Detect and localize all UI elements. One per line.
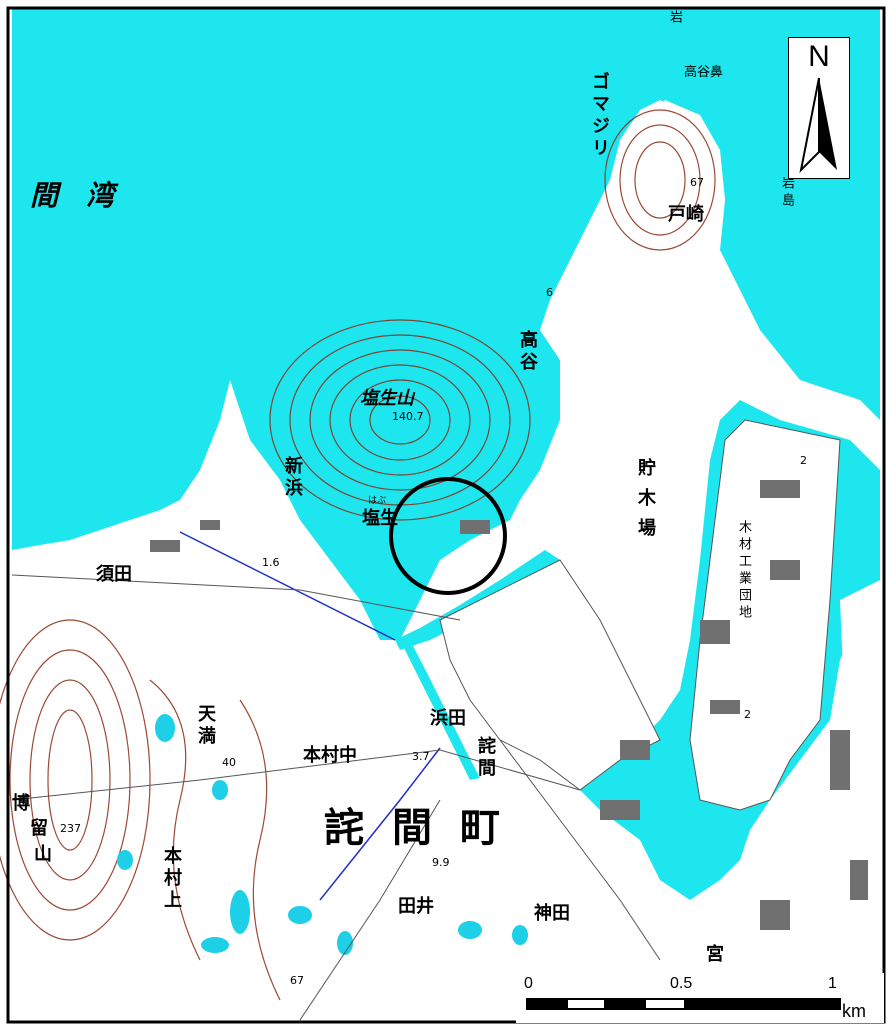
north-arrow: N	[788, 37, 850, 179]
label-honmura-kami: 本村上	[161, 846, 182, 912]
sea-area	[12, 8, 880, 900]
label-hamada: 浜田	[430, 708, 466, 729]
label-hakatayama-b: 留	[30, 818, 48, 839]
label-hakatayama-a: 博	[12, 793, 30, 814]
label-takayabana: 高谷鼻	[684, 65, 724, 80]
reclaimed-land	[439, 559, 661, 791]
elevation-honmura: 3.7	[412, 750, 430, 763]
label-bay: 間 湾	[30, 179, 115, 212]
highlight-circle	[389, 477, 507, 595]
elevation-takaya: 6	[546, 286, 553, 299]
label-shinhama: 新浜	[282, 456, 303, 500]
scale-bar: 0 0.5 1 km	[516, 973, 884, 1023]
east-coast	[740, 580, 880, 1020]
label-gomajiri: ゴマジリ	[589, 72, 610, 160]
label-shiou-ruby: はぶ	[368, 496, 387, 506]
buildings	[150, 480, 868, 930]
label-suda: 須田	[96, 564, 132, 585]
elevation-mokuzai-2: 2	[744, 708, 751, 721]
elevation-summit: 140.7	[392, 410, 424, 423]
scale-tick-half: 0.5	[670, 975, 693, 992]
label-takuma-cho: 詫間町	[324, 805, 528, 851]
elevation-tenteki: 40	[222, 756, 236, 769]
label-shiou: 塩生	[362, 508, 398, 529]
label-chogiba: 貯木場	[635, 458, 656, 548]
north-label: N	[808, 40, 830, 73]
elevation-south: 67	[290, 974, 304, 987]
scale-bar-graphic	[526, 998, 841, 1010]
label-takaya: 高谷	[517, 330, 538, 374]
label-kanda: 神田	[534, 903, 570, 924]
scale-tick-0: 0	[524, 975, 533, 992]
label-hakatayama-c: 山	[34, 844, 52, 865]
stream	[179, 531, 396, 641]
scale-unit: km	[842, 1001, 866, 1021]
canal	[400, 640, 480, 780]
contours	[0, 109, 716, 1001]
elevation-shinhama: 1.6	[262, 556, 280, 569]
north-arrow-icon	[799, 77, 837, 174]
elevation-hakata: 237	[60, 822, 81, 835]
elevation-takuma: 9.9	[432, 856, 450, 869]
ponds	[117, 714, 528, 955]
harbor-channel	[395, 550, 560, 650]
scale-tick-1: 1	[828, 975, 837, 992]
label-mokuzai: 木材工業団地	[736, 520, 751, 622]
label-shiouyama: 塩生山	[360, 388, 414, 409]
label-iwajima: 岩島	[779, 176, 794, 210]
peninsula	[540, 100, 725, 360]
roads	[11, 574, 661, 1021]
label-takuma-small: 詫間	[475, 736, 496, 780]
label-tozaki: 戸崎	[668, 204, 704, 225]
label-honmura-naka: 本村中	[303, 745, 357, 766]
elevation-tozaki: 67	[690, 176, 704, 189]
elevation-mokuzai: 2	[800, 454, 807, 467]
label-top-islet: 岩	[667, 10, 682, 27]
label-miya: 宮	[706, 944, 724, 965]
label-tenteki: 天満	[195, 704, 216, 748]
stream-2	[319, 747, 441, 901]
label-tai: 田井	[398, 896, 434, 917]
